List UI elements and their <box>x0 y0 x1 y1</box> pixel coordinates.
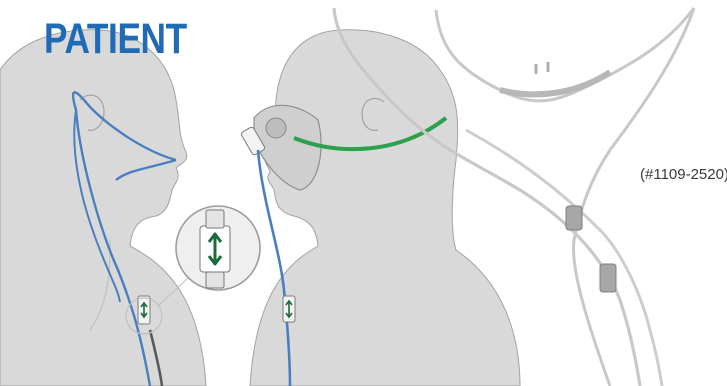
nasal-cannula-icon <box>71 91 177 386</box>
left-patient-head-icon <box>0 29 207 386</box>
part-number-label: (#1109-2520) <box>640 166 727 183</box>
patient-title: PATIENT <box>44 15 187 63</box>
right-patient-head-icon <box>249 29 521 386</box>
oxygen-mask-icon <box>241 104 448 386</box>
cannula-tubing-icon <box>332 7 696 386</box>
valve-magnifier-icon <box>125 205 261 335</box>
